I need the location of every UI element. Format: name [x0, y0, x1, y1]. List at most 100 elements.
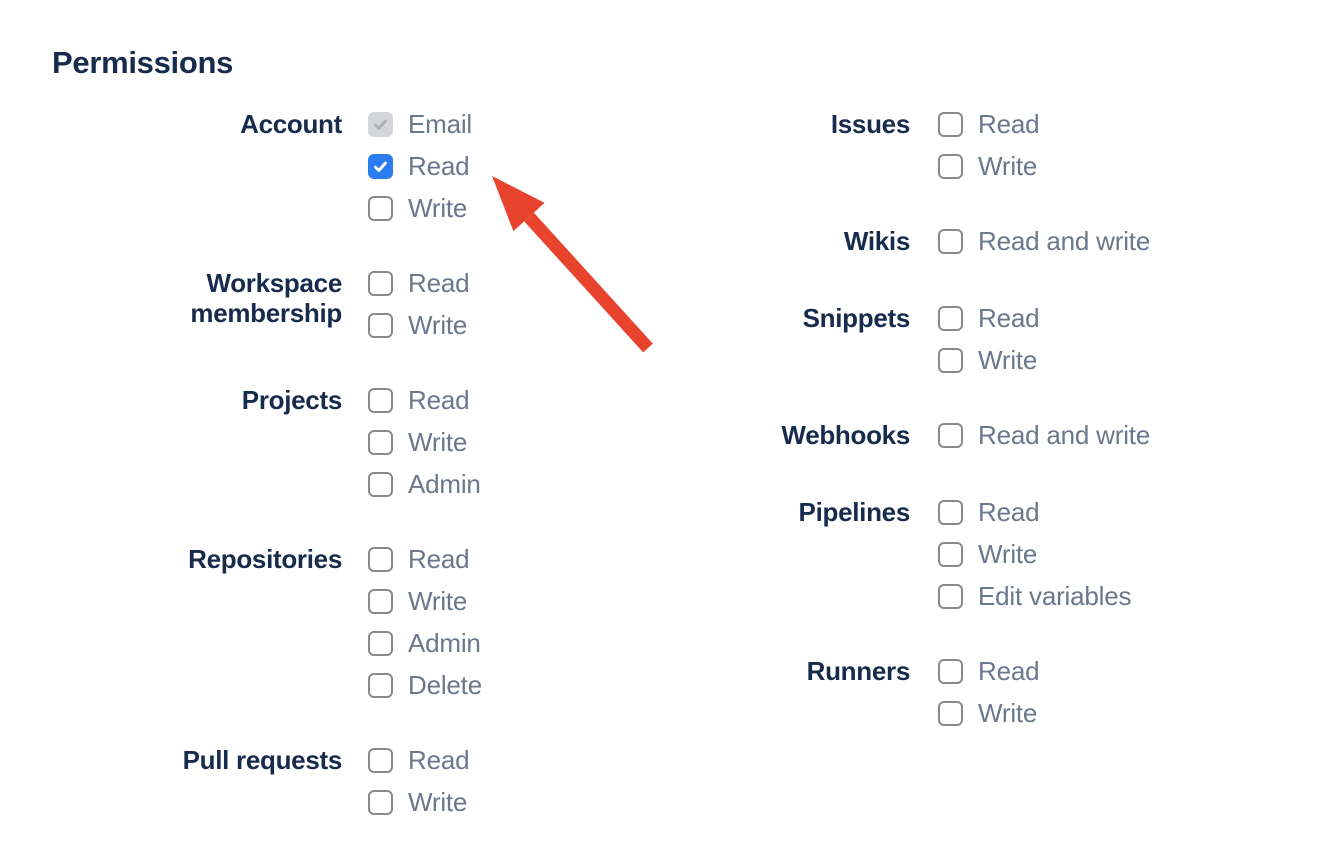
- checkbox-unchecked[interactable]: [368, 748, 393, 773]
- checkbox-unchecked[interactable]: [938, 306, 963, 331]
- checkbox-label[interactable]: Admin: [408, 628, 481, 658]
- permission-option-row: Write: [368, 586, 482, 616]
- checkbox-unchecked[interactable]: [368, 631, 393, 656]
- checkbox-label[interactable]: Read: [978, 303, 1040, 333]
- permission-options: Read and write: [938, 226, 1151, 256]
- checkbox-label[interactable]: Write: [978, 151, 1038, 181]
- page-title: Permissions: [52, 45, 234, 80]
- permission-option-row: Write: [368, 193, 472, 223]
- checkbox-unchecked[interactable]: [938, 112, 963, 137]
- permission-group: Webhooks Read and write: [740, 420, 1300, 450]
- checkbox-label[interactable]: Read: [408, 151, 470, 181]
- permission-option-row: Delete: [368, 670, 482, 700]
- permission-option-row: Write: [938, 345, 1039, 375]
- checkbox-unchecked[interactable]: [938, 423, 963, 448]
- checkbox-unchecked[interactable]: [938, 584, 963, 609]
- permission-option-row: Read and write: [938, 420, 1151, 450]
- checkbox-label[interactable]: Write: [408, 427, 468, 457]
- permission-option-row: Read: [938, 656, 1040, 686]
- checkbox-label[interactable]: Read: [978, 109, 1040, 139]
- permission-options: Read and write: [938, 420, 1151, 450]
- permission-option-row: Write: [368, 310, 469, 340]
- checkbox-label[interactable]: Write: [978, 345, 1038, 375]
- permission-option-row: Email: [368, 109, 473, 139]
- checkbox-label[interactable]: Read and write: [978, 420, 1151, 450]
- checkbox-label[interactable]: Read: [408, 268, 470, 298]
- checkbox-unchecked[interactable]: [938, 701, 963, 726]
- permission-group-label: Workspace membership: [190, 268, 342, 328]
- permission-option-row: Admin: [368, 628, 482, 658]
- checkbox-unchecked[interactable]: [938, 659, 963, 684]
- permission-group-label: Projects: [241, 385, 343, 415]
- checkbox-label[interactable]: Write: [978, 539, 1038, 569]
- checkbox-unchecked[interactable]: [938, 542, 963, 567]
- checkbox-unchecked[interactable]: [368, 589, 393, 614]
- permission-group-label: Pull requests: [182, 745, 343, 775]
- permission-option-row: Read and write: [938, 226, 1151, 256]
- checkbox-label[interactable]: Email: [408, 109, 473, 139]
- checkbox-unchecked[interactable]: [368, 547, 393, 572]
- checkbox-unchecked[interactable]: [368, 388, 393, 413]
- checkmark-icon: [374, 119, 387, 130]
- checkbox-label[interactable]: Delete: [408, 670, 482, 700]
- checkbox-label[interactable]: Read: [408, 385, 470, 415]
- checkbox-label[interactable]: Admin: [408, 469, 481, 499]
- checkbox-unchecked[interactable]: [938, 500, 963, 525]
- checkbox-unchecked[interactable]: [368, 790, 393, 815]
- permission-option-row: Write: [938, 539, 1131, 569]
- checkbox-label[interactable]: Write: [978, 698, 1038, 728]
- checkbox-unchecked[interactable]: [368, 673, 393, 698]
- checkbox-label[interactable]: Read: [978, 497, 1040, 527]
- checkbox-checked[interactable]: [368, 154, 393, 179]
- permission-group-label: Snippets: [802, 303, 911, 333]
- checkbox-label[interactable]: Write: [408, 787, 468, 817]
- checkbox-unchecked[interactable]: [368, 313, 393, 338]
- checkbox-unchecked[interactable]: [368, 430, 393, 455]
- checkbox-label[interactable]: Write: [408, 586, 468, 616]
- checkbox-label[interactable]: Write: [408, 310, 468, 340]
- checkbox-label[interactable]: Read: [978, 656, 1040, 686]
- permission-option-row: Write: [368, 787, 469, 817]
- permission-group-label: Runners: [806, 656, 911, 686]
- checkbox-label[interactable]: Write: [408, 193, 468, 223]
- permission-group-label: Repositories: [188, 544, 342, 574]
- checkbox-disabled-checked: [368, 112, 393, 137]
- checkbox-unchecked[interactable]: [938, 348, 963, 373]
- permission-group-label: Issues: [830, 109, 910, 139]
- permission-option-row: Read: [368, 385, 481, 415]
- checkbox-label[interactable]: Read and write: [978, 226, 1151, 256]
- permission-option-row: Write: [938, 698, 1039, 728]
- permission-option-row: Admin: [368, 469, 481, 499]
- checkbox-label[interactable]: Edit variables: [978, 581, 1132, 611]
- checkbox-unchecked[interactable]: [938, 229, 963, 254]
- permission-option-row: Edit variables: [938, 581, 1132, 611]
- checkbox-unchecked[interactable]: [368, 196, 393, 221]
- checkmark-icon: [374, 161, 387, 172]
- permission-option-row: Write: [368, 427, 481, 457]
- permission-option-row: Read: [368, 151, 472, 181]
- permission-group-label: Webhooks: [781, 420, 910, 450]
- checkbox-label[interactable]: Read: [408, 745, 470, 775]
- checkbox-unchecked[interactable]: [368, 271, 393, 296]
- checkbox-unchecked[interactable]: [938, 154, 963, 179]
- checkbox-unchecked[interactable]: [368, 472, 393, 497]
- permission-option-row: Read: [368, 268, 470, 298]
- permission-option-row: Read: [938, 109, 1040, 139]
- permission-group-label: Pipelines: [798, 497, 911, 527]
- checkbox-label[interactable]: Read: [408, 544, 470, 574]
